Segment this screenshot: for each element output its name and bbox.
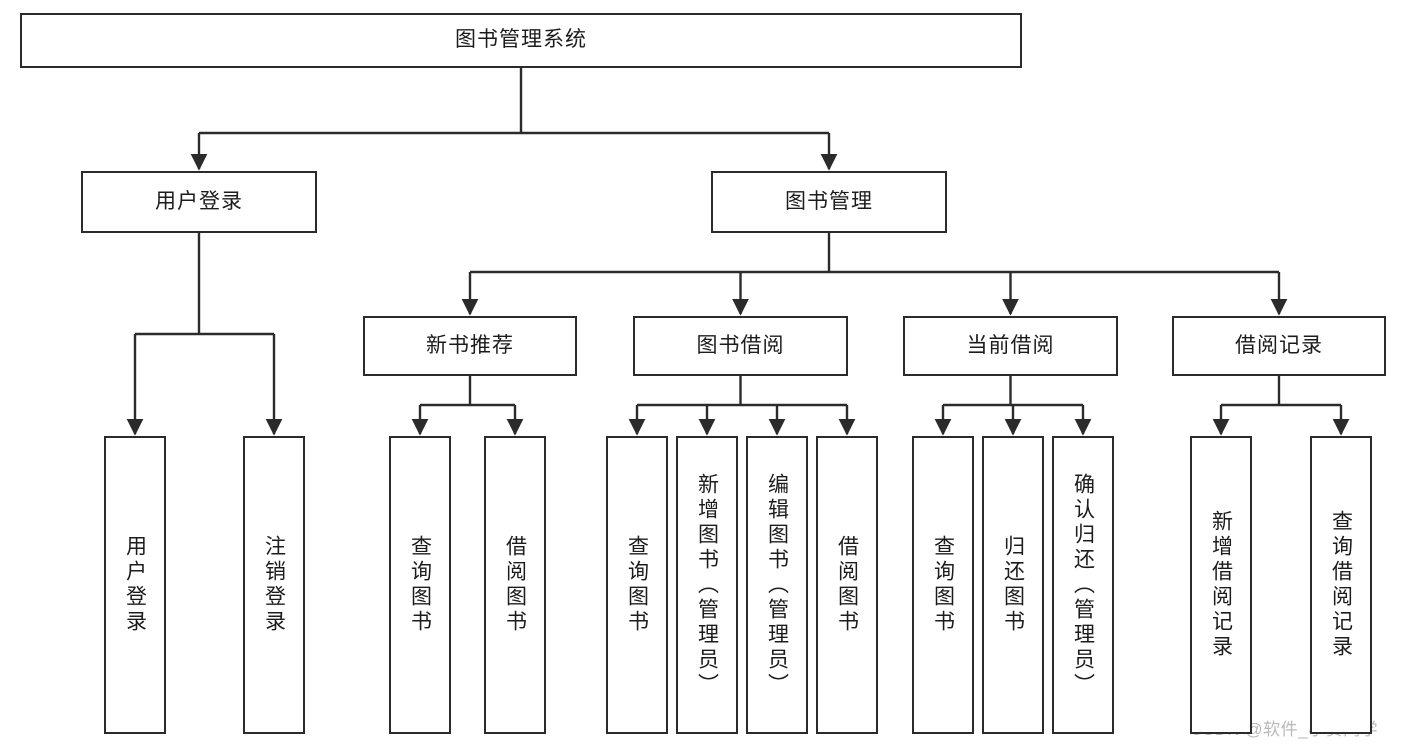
node-label: 当前借阅: [966, 333, 1055, 357]
node-leaf_3: 借阅图书: [484, 436, 546, 734]
node-label: 图书管理系统: [455, 28, 587, 52]
node-label: 新增借阅记录: [1209, 510, 1233, 660]
node-leaf_9: 归还图书: [982, 436, 1044, 734]
node-label: 编辑图书（管理员）: [765, 472, 789, 698]
node-label: 图书管理: [785, 189, 873, 213]
node-leaf_11: 新增借阅记录: [1190, 436, 1252, 734]
node-leaf_8: 查询图书: [912, 436, 974, 734]
node-root: 图书管理系统: [20, 13, 1022, 68]
node-label: 图书借阅: [696, 333, 785, 357]
node-l2_2: 当前借阅: [903, 316, 1118, 376]
node-leaf_7: 借阅图书: [816, 436, 878, 734]
node-label: 查询借阅记录: [1329, 510, 1353, 660]
node-label: 用户登录: [123, 535, 147, 635]
node-leaf_6: 编辑图书（管理员）: [746, 436, 808, 734]
node-leaf_5: 新增图书（管理员）: [676, 436, 738, 734]
node-leaf_1: 注销登录: [243, 436, 305, 734]
node-label: 查询图书: [931, 535, 955, 635]
node-leaf_10: 确认归还（管理员）: [1052, 436, 1114, 734]
node-leaf_12: 查询借阅记录: [1310, 436, 1372, 734]
node-l2_1: 图书借阅: [633, 316, 848, 376]
node-label: 新增图书（管理员）: [695, 472, 719, 698]
node-label: 新书推荐: [426, 333, 514, 357]
node-label: 用户登录: [155, 189, 243, 213]
node-leaf_2: 查询图书: [389, 436, 451, 734]
node-label: 确认归还（管理员）: [1071, 472, 1095, 698]
node-label: 借阅图书: [835, 535, 859, 635]
node-leaf_0: 用户登录: [104, 436, 166, 734]
node-l2_0: 新书推荐: [363, 316, 577, 376]
node-label: 归还图书: [1001, 535, 1025, 635]
node-l1_1: 图书管理: [711, 171, 947, 233]
node-label: 查询图书: [408, 535, 432, 635]
node-l1_0: 用户登录: [81, 171, 317, 233]
node-l2_3: 借阅记录: [1172, 316, 1386, 376]
node-label: 查询图书: [625, 535, 649, 635]
node-label: 借阅图书: [503, 535, 527, 635]
node-label: 注销登录: [262, 535, 286, 635]
node-leaf_4: 查询图书: [606, 436, 668, 734]
node-label: 借阅记录: [1235, 333, 1323, 357]
